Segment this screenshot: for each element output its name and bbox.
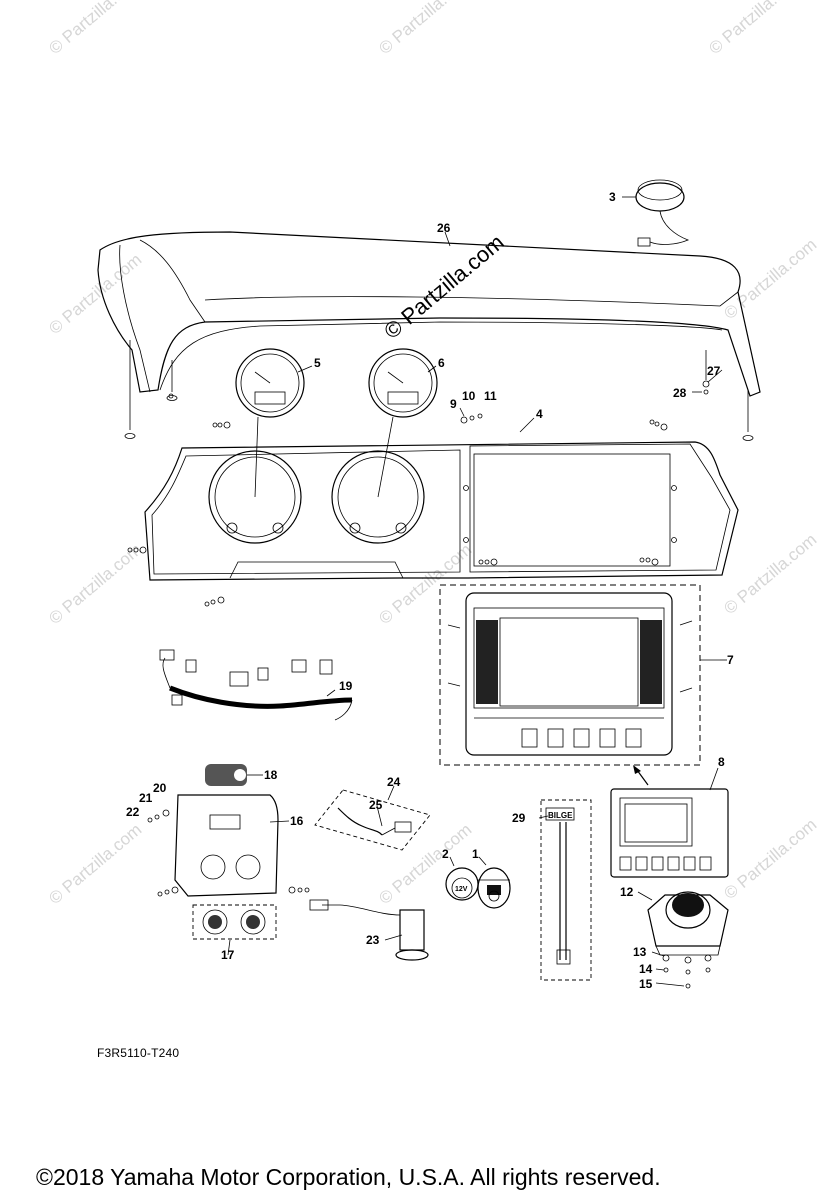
control-knob <box>647 891 729 989</box>
callout-27: 27 <box>707 364 721 378</box>
callout-10: 10 <box>462 389 476 403</box>
callout-23: 23 <box>366 933 380 947</box>
callout-22: 22 <box>126 805 140 819</box>
callouts: 1 2 3 4 5 6 7 8 9 10 11 12 13 14 15 16 1… <box>126 190 734 991</box>
part-3-sensor <box>635 179 690 247</box>
wire-harness <box>159 649 353 721</box>
callout-15: 15 <box>639 977 653 991</box>
callout-12: 12 <box>620 885 634 899</box>
display-assembly <box>439 584 720 786</box>
watermark: © Partzilla.com <box>375 0 475 58</box>
watermark: © Partzilla.com <box>45 250 145 338</box>
watermark: © Partzilla.com <box>45 540 145 628</box>
watermark: © Partzilla.com <box>375 820 475 908</box>
switch-panel <box>147 764 310 940</box>
callout-8: 8 <box>718 755 725 769</box>
watermark-center: © Partzilla.com <box>379 229 509 343</box>
bilge-label: BILGE <box>548 811 573 820</box>
callout-19: 19 <box>339 679 353 693</box>
watermark-layer: © Partzilla.com © Partzilla.com © Partzi… <box>45 0 820 908</box>
callout-29: 29 <box>512 811 526 825</box>
callout-14: 14 <box>639 962 653 976</box>
callout-25: 25 <box>369 798 383 812</box>
callout-17: 17 <box>221 948 235 962</box>
callout-5: 5 <box>314 356 321 370</box>
copyright-notice: ©2018 Yamaha Motor Corporation, U.S.A. A… <box>36 1164 661 1190</box>
dash-panel <box>144 416 739 581</box>
callout-26: 26 <box>437 221 451 235</box>
callout-9: 9 <box>450 397 457 411</box>
callout-4: 4 <box>536 407 543 421</box>
watermark: © Partzilla.com <box>720 530 820 618</box>
callout-2: 2 <box>442 847 449 861</box>
callout-11: 11 <box>484 389 497 403</box>
bilge-harness: BILGE <box>540 799 592 981</box>
gauge-5 <box>235 348 305 418</box>
watermark: © Partzilla.com <box>720 815 820 903</box>
secondary-display <box>610 767 729 878</box>
callout-1: 1 <box>472 847 479 861</box>
callout-7: 7 <box>727 653 734 667</box>
12v-socket-2: 12V <box>445 867 479 901</box>
switch-kit <box>314 789 431 851</box>
hardware-nuts <box>127 380 710 607</box>
callout-3: 3 <box>609 190 616 204</box>
watermark: © Partzilla.com <box>720 235 820 323</box>
watermark: © Partzilla.com <box>705 0 805 58</box>
callout-16: 16 <box>290 814 304 828</box>
watermark: © Partzilla.com <box>45 0 145 58</box>
callout-18: 18 <box>264 768 278 782</box>
callout-28: 28 <box>673 386 687 400</box>
callout-24: 24 <box>387 775 401 789</box>
callout-21: 21 <box>139 791 153 805</box>
dash-top-cover <box>97 231 761 441</box>
callout-13: 13 <box>633 945 647 959</box>
watermark: © Partzilla.com <box>45 820 145 908</box>
buzzer-23 <box>309 899 429 961</box>
usb-socket-1 <box>477 867 511 909</box>
figure-code: F3R5110-T240 <box>97 1046 180 1060</box>
callout-20: 20 <box>153 781 167 795</box>
leader-lines <box>227 196 727 987</box>
12v-label: 12V <box>455 886 468 893</box>
callout-6: 6 <box>438 356 445 370</box>
gauge-6 <box>368 348 438 418</box>
